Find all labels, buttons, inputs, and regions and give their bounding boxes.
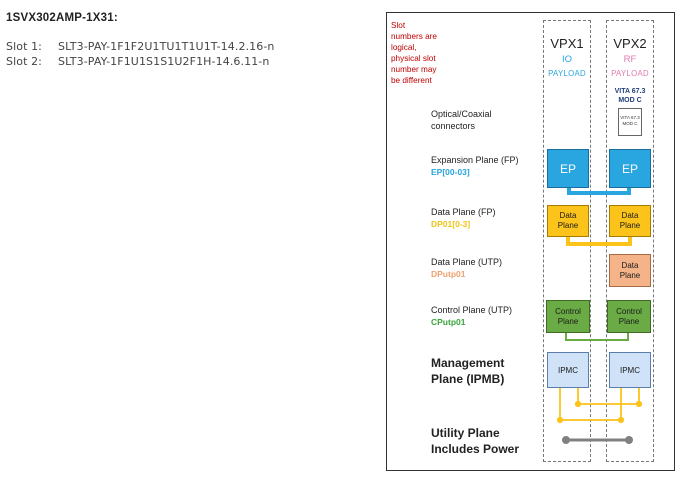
note-line: logical,: [391, 43, 417, 52]
vpx2-ep-block: EP: [609, 149, 651, 188]
data-plane-fp-name: Data Plane (FP): [431, 207, 496, 217]
utility-plane-label: Utility Plane Includes Power: [431, 425, 519, 457]
control-plane-code: CPutp01: [431, 317, 466, 327]
ipmb-links: [556, 388, 643, 424]
vita-box-line: VITA 67.3: [620, 115, 640, 120]
vpx2-ipmc-block: IPMC: [609, 352, 651, 388]
diagram-panel: [386, 12, 675, 471]
dp-link: [566, 236, 632, 246]
note-line: physical slot: [391, 54, 436, 63]
data-plane-utp-label: Data Plane (UTP) DPutp01: [431, 256, 502, 280]
slot-2-row: Slot 2: SLT3-PAY-1F1U1S1S1U2F1H-14.6.11-n: [6, 55, 269, 68]
utility-line-2: Includes Power: [431, 442, 520, 456]
power-link: [562, 436, 633, 444]
block-text: Plane: [557, 221, 579, 230]
utility-line-1: Utility Plane: [431, 426, 500, 440]
optical-line-2: connectors: [431, 121, 476, 131]
optical-line-1: Optical/Coaxial: [431, 109, 492, 119]
cp-link: [565, 333, 629, 341]
vpx1-ipmc-block: IPMC: [547, 352, 589, 388]
management-line-1: Management: [431, 356, 505, 370]
block-text: Data: [621, 260, 639, 270]
block-text: Plane: [619, 221, 641, 230]
optical-label: Optical/Coaxial connectors: [431, 108, 492, 132]
slot-1-row: Slot 1: SLT3-PAY-1F1F2U1TU1T1U1T-14.2.16-…: [6, 40, 275, 53]
note-line: be different: [391, 76, 432, 85]
block-text: Plane: [557, 316, 579, 326]
vpx2-mod: MOD C: [618, 97, 642, 104]
vpx1-ep-block: EP: [547, 149, 589, 188]
expansion-plane-name: Expansion Plane (FP): [431, 155, 519, 165]
slot-1-value: SLT3-PAY-1F1F2U1TU1T1U1T-14.2.16-n: [58, 40, 275, 53]
management-line-2: Plane (IPMB): [431, 372, 505, 386]
data-plane-utp-code: DPutp01: [431, 269, 466, 279]
vpx1-column: [543, 20, 591, 462]
block-text: Plane: [619, 270, 641, 280]
block-text: Control: [555, 306, 581, 316]
data-plane-fp-label: Data Plane (FP) DP01[0-3]: [431, 206, 496, 230]
vpx2-type: RF: [623, 54, 637, 65]
slot-2-label: Slot 2:: [6, 55, 42, 68]
note-line: Slot: [391, 21, 406, 30]
vpx1-name: VPX1: [550, 36, 584, 51]
vpx2-column: [606, 20, 654, 462]
slot-1-label: Slot 1:: [6, 40, 42, 53]
page-title: 1SVX302AMP-1X31:: [6, 12, 118, 24]
slot-2-value: SLT3-PAY-1F1U1S1S1U2F1H-14.6.11-n: [58, 55, 270, 68]
vpx2-name: VPX2: [613, 36, 647, 51]
vita-connector-icon: VITA 67.3 MOD C: [618, 108, 642, 136]
data-plane-fp-code: DP01[0-3]: [431, 219, 471, 229]
management-plane-label: Management Plane (IPMB): [431, 355, 504, 387]
note-line: numbers are: [391, 32, 437, 41]
expansion-plane-label: Expansion Plane (FP) EP[00-03]: [431, 154, 519, 178]
vita-box-line: MOD C: [622, 121, 638, 126]
control-plane-name: Control Plane (UTP): [431, 305, 513, 315]
block-text: Data: [621, 211, 639, 220]
vpx1-payload: PAYLOAD: [548, 69, 586, 78]
data-plane-utp-name: Data Plane (UTP): [431, 257, 503, 267]
expansion-plane-code: EP[00-03]: [431, 167, 470, 177]
block-text: Plane: [618, 316, 640, 326]
ep-link: [567, 188, 631, 195]
block-text: Control: [616, 306, 642, 316]
slot-note: Slot numbers are logical, physical slot …: [391, 20, 471, 86]
block-text: Data: [559, 211, 577, 220]
control-plane-label: Control Plane (UTP) CPutp01: [431, 304, 512, 328]
vpx2-payload: PAYLOAD: [611, 69, 649, 78]
note-line: number may: [391, 65, 437, 74]
vpx1-type: IO: [561, 54, 573, 65]
vpx2-standard: VITA 67.3: [614, 88, 646, 95]
